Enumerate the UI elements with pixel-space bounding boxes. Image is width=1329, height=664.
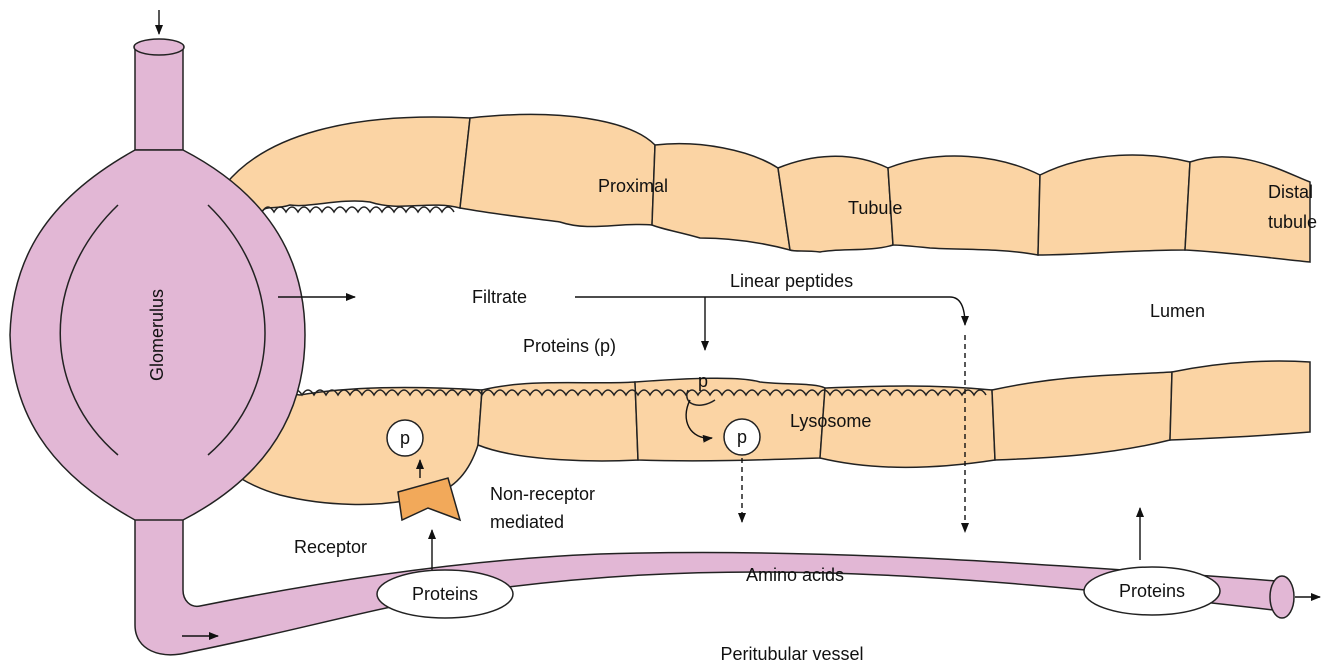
upper-cell-1 [225, 117, 470, 212]
lower-cell-6 [1170, 361, 1310, 440]
glomerulus-label: Glomerulus [147, 289, 167, 381]
non-receptor-label-line2: mediated [490, 512, 564, 532]
proteins-left-label: Proteins [412, 584, 478, 604]
upper-tubule-wall [225, 114, 1310, 262]
non-receptor-label-line1: Non-receptor [490, 484, 595, 504]
glomerulus-structure [10, 39, 1294, 655]
p-surface-label: p [698, 371, 708, 391]
distal-tubule-label-line1: Distal [1268, 182, 1313, 202]
p-vesicle-left-label: p [400, 428, 410, 448]
tubule-label: Tubule [848, 198, 902, 218]
lower-cell-5 [992, 372, 1172, 460]
linear-peptides-label: Linear peptides [730, 271, 853, 291]
filtrate-label: Filtrate [472, 287, 527, 307]
vessel-end-cap [1270, 576, 1294, 618]
upper-cell-2 [460, 114, 655, 226]
proximal-label: Proximal [598, 176, 668, 196]
peritubular-vessel-label: Peritubular vessel [720, 644, 863, 664]
distal-tubule-label-line2: tubule [1268, 212, 1317, 232]
afferent-vessel [135, 48, 183, 150]
filtrate-flow-arrow [575, 297, 965, 325]
upper-cell-5 [888, 156, 1040, 255]
upper-brush-border [262, 207, 454, 212]
receptor-label: Receptor [294, 537, 367, 557]
proteins-p-label: Proteins (p) [523, 336, 616, 356]
afferent-vessel-opening [134, 39, 184, 55]
lysosome-label: Lysosome [790, 411, 871, 431]
amino-acids-label: Amino acids [746, 565, 844, 585]
proteins-right-label: Proteins [1119, 581, 1185, 601]
upper-cell-3 [652, 144, 790, 250]
upper-cell-7 [1185, 157, 1310, 262]
p-vesicle-right-label: p [737, 427, 747, 447]
lumen-label: Lumen [1150, 301, 1205, 321]
upper-cell-6 [1038, 155, 1190, 255]
